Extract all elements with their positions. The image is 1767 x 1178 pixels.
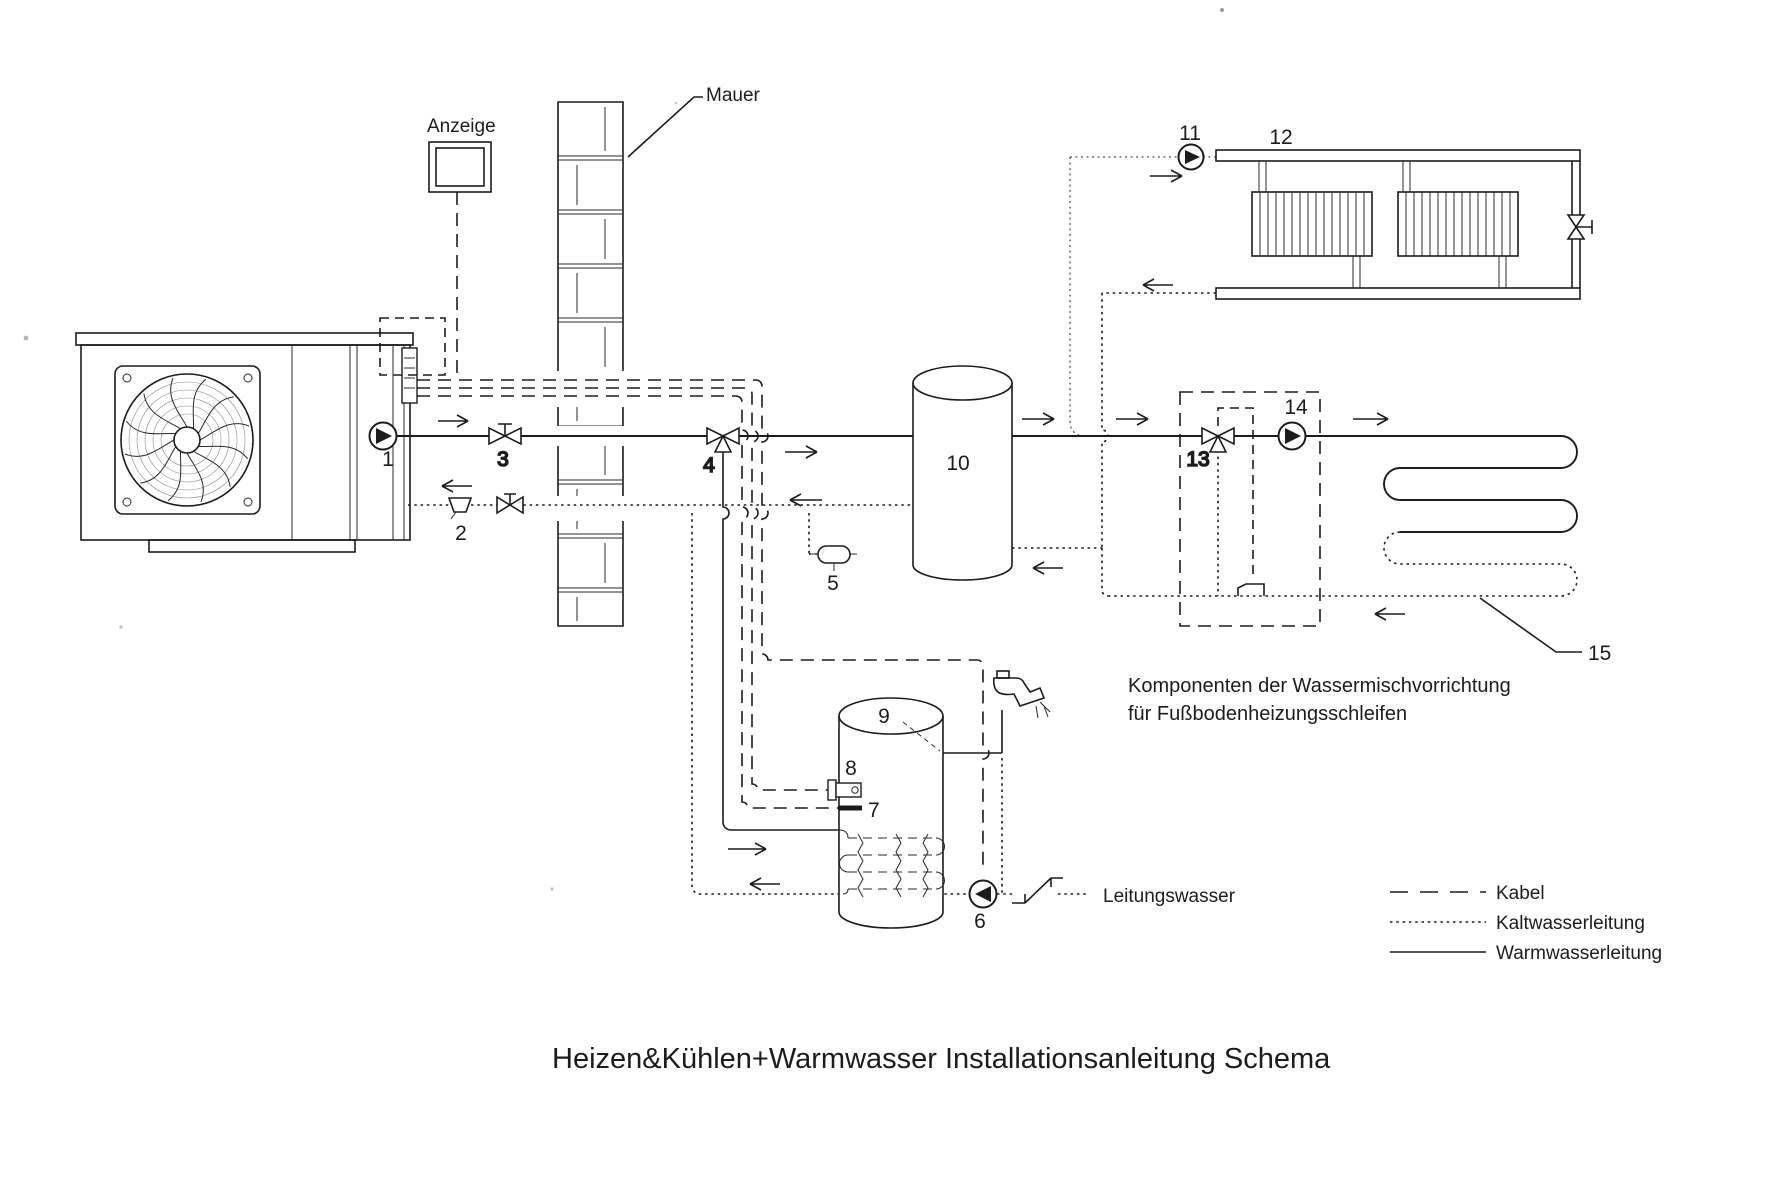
valve-4-number: 4 (703, 454, 715, 477)
floor-loop-callout: 15 (1479, 597, 1611, 665)
radiator-circuit: 11 12 (1177, 122, 1593, 300)
mixing-device-box: 13 14 (1179, 391, 1321, 627)
cold-water-lines (408, 292, 1578, 895)
supply-to-dhw-coil (722, 444, 839, 831)
buffer-tank-number: 10 (946, 452, 969, 475)
flow-arrows (438, 169, 1405, 891)
unit-base (148, 539, 356, 553)
pump-11-number: 11 (1179, 122, 1201, 145)
coil-return-left (691, 513, 843, 895)
pump-1: 1 (368, 421, 398, 471)
display-label: Anzeige (427, 116, 496, 137)
valve-3: 3 (488, 423, 522, 472)
three-way-valve-4: 4 (702, 426, 740, 478)
dhw-tank-number: 9 (878, 705, 890, 728)
cable-to-sensor8 (417, 387, 831, 791)
filter-2: 2 (447, 497, 473, 545)
arrow-before-mixer (1116, 412, 1149, 426)
floor-loop-number: 15 (1588, 642, 1611, 665)
radiator-return-riser (1101, 293, 1109, 548)
mains-water-label: Leitungswasser (1103, 886, 1236, 907)
heat-pump-unit (75, 317, 446, 553)
arrow-return-to-buffer (1032, 561, 1063, 575)
arrow-coil-in (728, 842, 767, 856)
check-valve-icon (1012, 877, 1063, 904)
pump-14: 14 (1277, 396, 1308, 451)
pump-6-number: 6 (974, 910, 986, 933)
sensor-7-number: 7 (868, 799, 880, 822)
cable-to-pump6 (417, 379, 990, 868)
pump-1-number: 1 (382, 448, 394, 471)
pump-11: 11 (1177, 122, 1205, 171)
radiator-2 (1397, 161, 1519, 288)
note-line2: für Fußbodenheizungsschleifen (1128, 703, 1407, 725)
radiator-feed-lines (1069, 156, 1216, 437)
pump-6-rotor (975, 886, 991, 902)
display-unit: Anzeige (427, 116, 496, 378)
mixing-actuator-link (1217, 407, 1254, 580)
tap-icon (992, 670, 1051, 719)
radiator-end-valve (1566, 214, 1593, 240)
pump-14-number: 14 (1284, 396, 1308, 419)
buffer-tank: 10 (912, 365, 1013, 581)
control-cables (417, 379, 990, 868)
note-line1: Komponenten der Wassermischvorrichtung (1128, 675, 1511, 697)
pump-6: 6 (968, 879, 998, 933)
arrow-to-buffer (785, 445, 818, 459)
sensor-8-number: 8 (845, 757, 857, 780)
legend-kabel: Kabel (1496, 883, 1545, 904)
return-sensor-pocket (1237, 583, 1265, 596)
arrow-return-in (441, 479, 472, 493)
dhw-tank-leader (902, 721, 941, 752)
expansion-vessel: 5 (812, 545, 857, 595)
legend-kaltwasser: Kaltwasserleitung (1496, 913, 1645, 934)
arrow-after-buffer (1022, 412, 1055, 426)
radiator-supply-riser (1069, 157, 1085, 437)
return-into-buffer (1012, 547, 1109, 597)
dhw-tank: 9 (838, 697, 945, 929)
wall-callout: Mauer (627, 85, 761, 158)
arrow-floor-return (1374, 607, 1405, 621)
arrow-supply-out (438, 414, 469, 428)
dhw-outlet-pipe (943, 710, 1003, 754)
radiator-1 (1251, 161, 1373, 288)
connection-box (379, 317, 446, 376)
arrow-coil-out (749, 877, 780, 891)
floor-loop-dotted (1108, 531, 1578, 597)
cable-to-sensor7 (417, 395, 838, 809)
filter-2-number: 2 (455, 522, 467, 545)
scan-speckles (23, 8, 1224, 891)
heating-coil-icon (838, 829, 945, 898)
arrow-radiator-supply (1150, 169, 1183, 183)
valve-13-number: 13 (1186, 448, 1209, 471)
arrow-radiator-return (1142, 278, 1173, 292)
vessel-stub (808, 513, 817, 555)
wall (556, 101, 626, 627)
arrow-to-floor-loop (1353, 412, 1389, 426)
floor-loop-solid (1383, 435, 1578, 533)
mixing-note: Komponenten der Wassermischvorrichtung f… (1128, 675, 1511, 725)
page-title: Heizen&Kühlen+Warmwasser Installationsan… (552, 1043, 1331, 1075)
legend: Kabel Kaltwasserleitung Warmwasserleitun… (1390, 883, 1662, 964)
arrow-from-buffer (789, 493, 822, 507)
mixing-valve-13: 13 (1186, 426, 1235, 472)
wall-label: Mauer (706, 85, 761, 106)
expansion-vessel-number: 5 (827, 572, 839, 595)
valve-3-number: 3 (497, 448, 509, 471)
fan-icon (114, 365, 261, 515)
sensor-7: 7 (838, 799, 880, 822)
wall-opening-return (556, 496, 626, 521)
legend-warmwasser: Warmwasserleitung (1496, 943, 1662, 964)
radiators-number: 12 (1269, 126, 1292, 149)
wall-opening-cables (556, 371, 626, 407)
sensor-8: 8 (827, 757, 862, 801)
return-valve (496, 493, 524, 515)
